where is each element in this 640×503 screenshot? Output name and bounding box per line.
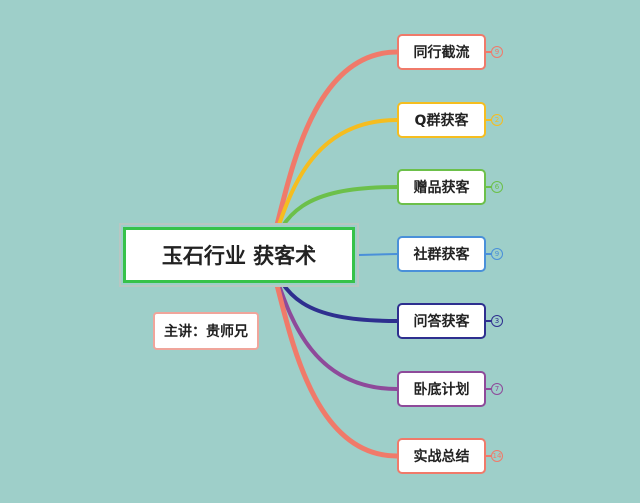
branch-topic[interactable]: 实战总结: [397, 438, 486, 474]
collapse-count-badge[interactable]: 7: [491, 383, 503, 395]
branch-line: [358, 253, 398, 256]
branch-topic[interactable]: 社群获客: [397, 236, 486, 272]
branch-topic[interactable]: Q群获客: [397, 102, 486, 138]
collapse-count-badge[interactable]: 9: [491, 46, 503, 58]
root-topic-label: 玉石行业 获客术: [123, 227, 355, 283]
branch-topic[interactable]: 卧底计划: [397, 371, 486, 407]
branch-topic[interactable]: 问答获客: [397, 303, 486, 339]
collapse-count-badge[interactable]: 6: [491, 181, 503, 193]
collapse-count-badge[interactable]: 3: [491, 315, 503, 327]
branch-topic[interactable]: 赠品获客: [397, 169, 486, 205]
collapse-count-badge[interactable]: 9: [491, 248, 503, 260]
collapse-count-badge[interactable]: 14: [491, 450, 503, 462]
collapse-count-badge[interactable]: 2: [491, 114, 503, 126]
root-topic[interactable]: 玉石行业 获客术: [119, 223, 359, 287]
branch-topic[interactable]: 同行截流: [397, 34, 486, 70]
speaker-note[interactable]: 主讲：贵师兄: [153, 312, 259, 350]
